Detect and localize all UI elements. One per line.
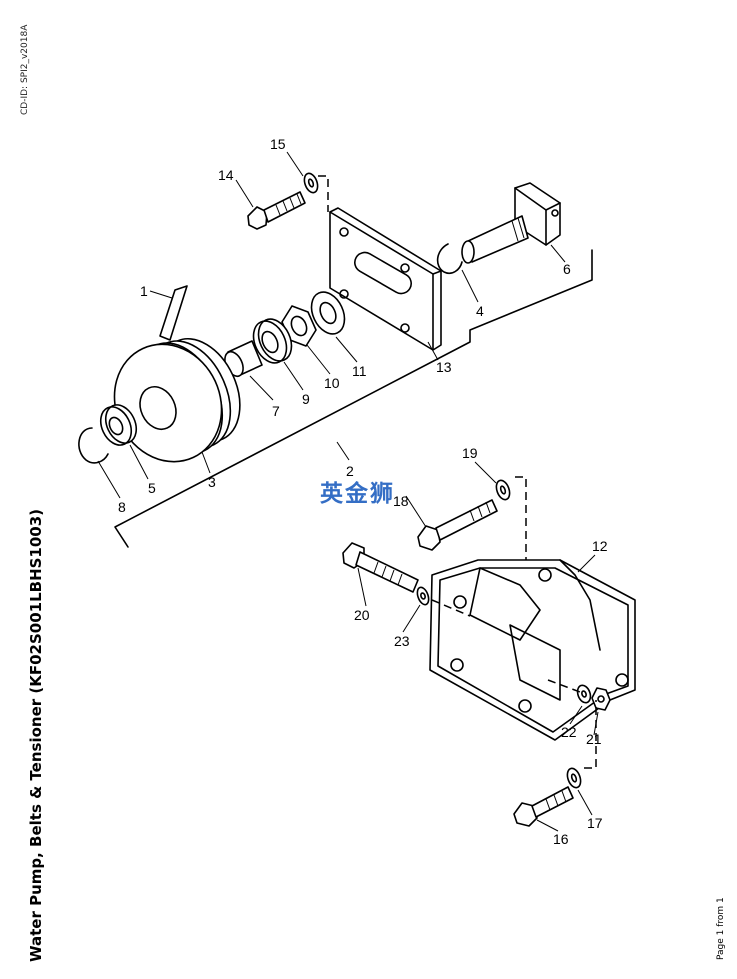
part-23-leader-dash: [431, 599, 471, 617]
callout-16: 16: [553, 831, 569, 847]
callout-22: 22: [561, 724, 577, 740]
callout-23: 23: [394, 633, 410, 649]
part-19-washer: [495, 479, 511, 501]
part-16-bolt: [513, 786, 574, 827]
part-21-leader-dash: [547, 679, 581, 693]
callout-20: 20: [354, 607, 370, 623]
callout-3: 3: [208, 474, 216, 490]
part-10-nut: [281, 305, 317, 347]
part-21-nut: [591, 687, 611, 711]
part-18-bolt: [417, 499, 498, 551]
callout-13: 13: [436, 359, 452, 375]
part-1-key: [159, 285, 188, 341]
callout-6: 6: [563, 261, 571, 277]
callout-7: 7: [272, 403, 280, 419]
callout-12: 12: [592, 538, 608, 554]
callout-21: 21: [586, 731, 602, 747]
callout-4: 4: [476, 303, 484, 319]
part-15-washer: [303, 172, 319, 194]
part-5-bearing: [99, 404, 138, 446]
part-7-spacer: [224, 340, 263, 378]
part-13-mounting-plate: [329, 207, 442, 351]
part-13-leader-dash: [318, 175, 329, 212]
callout-11: 11: [352, 363, 367, 379]
watermark-logo: 英金狮: [320, 481, 395, 507]
callout-18: 18: [393, 493, 409, 509]
callout-19: 19: [462, 445, 478, 461]
callout-5: 5: [148, 480, 156, 496]
part-19-leader-dash: [515, 476, 527, 585]
callout-10: 10: [324, 375, 340, 391]
part-3-pulley: [113, 337, 241, 463]
callout-2: 2: [346, 463, 354, 479]
part-17-washer: [566, 767, 582, 789]
part-12-tensioner-housing: [429, 559, 636, 741]
callout-14: 14: [218, 167, 234, 183]
part-4-circlip: [436, 243, 463, 275]
callout-9: 9: [302, 391, 310, 407]
assembly-bracket-outline: [114, 249, 593, 548]
part-20-bolt: [342, 542, 419, 593]
part-11-washer: [310, 291, 346, 335]
callout-15: 15: [270, 136, 286, 152]
part-22-washer: [576, 684, 592, 704]
callout-17: 17: [587, 815, 603, 831]
part-6-pivot-pin: [461, 182, 561, 264]
part-23-washer: [416, 586, 430, 606]
callout-labels: 1 2 3 4 5 6 7 8 9 10 11 12 13 14 15 16 1…: [118, 136, 608, 847]
part-8-circlip: [78, 427, 109, 464]
callout-1: 1: [140, 283, 148, 299]
part-9-bearing: [252, 318, 293, 364]
part-14-bolt: [247, 191, 306, 230]
leader-lines: [97, 151, 599, 832]
callout-8: 8: [118, 499, 126, 515]
